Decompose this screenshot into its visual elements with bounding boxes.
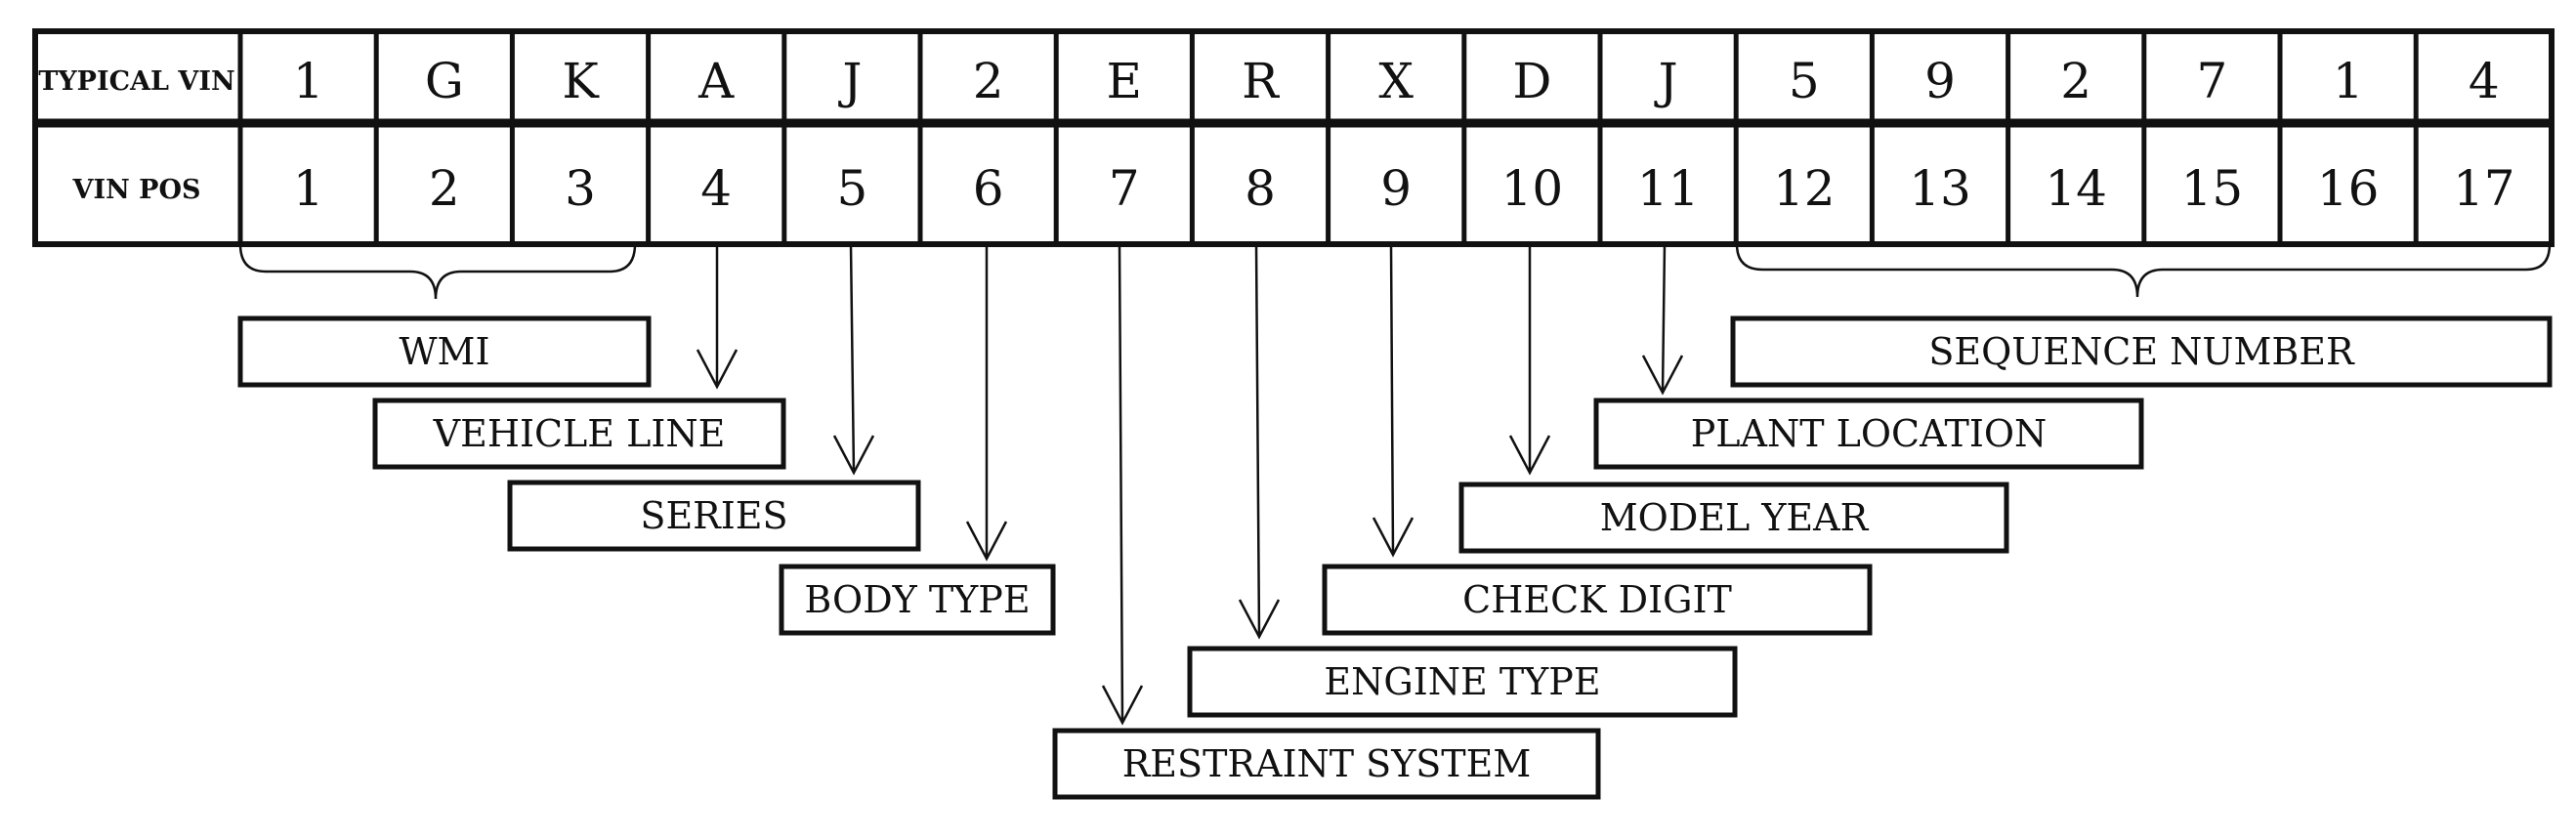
sequence-number-label: SEQUENCE NUMBER	[1928, 330, 2355, 373]
vehicle-line-label-box: VEHICLE LINE	[372, 398, 786, 470]
check-digit-arrow	[1372, 243, 1415, 558]
body-type-arrow	[965, 244, 1008, 562]
model-year-arrow	[1508, 244, 1551, 476]
plant-location-label: PLANT LOCATION	[1691, 412, 2048, 455]
series-label: SERIES	[640, 494, 787, 537]
vin-char-cell: 1	[293, 53, 324, 109]
wmi-brace	[238, 243, 637, 300]
pointer-arrows	[696, 243, 1684, 726]
plant-location-label-box: PLANT LOCATION	[1593, 398, 2144, 470]
plant-location-arrow	[1641, 243, 1684, 396]
vehicle-line-label: VEHICLE LINE	[433, 412, 726, 455]
vin-position-cell: 16	[2317, 160, 2380, 217]
vin-position-cell: 1	[293, 160, 324, 217]
vin-char-cell: E	[1107, 53, 1143, 109]
vin-char-cell: J	[1654, 53, 1678, 109]
vin-position-cell: 6	[973, 160, 1004, 217]
vin-char-cell: 4	[2469, 53, 2500, 109]
vin-char-cell: D	[1512, 53, 1551, 109]
vin-pos-header: VIN POS	[72, 175, 201, 205]
model-year-label: MODEL YEAR	[1600, 496, 1870, 539]
model-year-label-box: MODEL YEAR	[1458, 482, 2009, 554]
restraint-system-label: RESTRAINT SYSTEM	[1122, 742, 1532, 785]
vin-position-cell: 13	[1909, 160, 1971, 217]
vin-char-cell: A	[697, 53, 735, 109]
vin-position-cell: 11	[1637, 160, 1700, 217]
vin-position-cell: 7	[1109, 160, 1140, 217]
engine-type-label: ENGINE TYPE	[1324, 660, 1600, 703]
vin-char-cell: 5	[1789, 53, 1820, 109]
check-digit-label-box: CHECK DIGIT	[1322, 564, 1873, 636]
engine-type-label-box: ENGINE TYPE	[1187, 646, 1738, 718]
typical-vin-header: TYPICAL VIN	[38, 66, 234, 97]
vin-char-cell: G	[425, 53, 464, 109]
vin-position-cell: 10	[1501, 160, 1564, 217]
vin-char-row: 1 G K A J 2 E R X D J 5 9 2 7 1 4	[293, 53, 2500, 109]
series-label-box: SERIES	[507, 480, 921, 552]
vin-char-cell: 7	[2196, 53, 2227, 109]
vin-position-cell: 12	[1773, 160, 1836, 217]
restraint-system-arrow	[1101, 243, 1144, 726]
vin-char-cell: 2	[973, 53, 1004, 109]
label-boxes: WMI VEHICLE LINE SERIES BODY TYPE RESTRA…	[237, 315, 2553, 800]
engine-type-arrow	[1238, 243, 1281, 640]
sequence-number-label-box: SEQUENCE NUMBER	[1730, 315, 2553, 388]
body-type-label-box: BODY TYPE	[779, 564, 1056, 636]
vin-position-cell: 17	[2453, 160, 2515, 217]
table-outer-border	[32, 28, 2555, 247]
vin-position-cell: 2	[429, 160, 460, 217]
vin-char-cell: R	[1242, 53, 1280, 109]
vin-char-cell: 2	[2060, 53, 2091, 109]
wmi-label-box: WMI	[237, 315, 652, 388]
sequence-number-brace	[1735, 243, 2552, 298]
vin-position-cell: 3	[565, 160, 596, 217]
check-digit-label: CHECK DIGIT	[1462, 578, 1732, 621]
vin-position-cell: 5	[836, 160, 867, 217]
vin-position-cell: 9	[1380, 160, 1412, 217]
vin-char-cell: 1	[2333, 53, 2364, 109]
restraint-system-label-box: RESTRAINT SYSTEM	[1052, 728, 1601, 800]
vin-char-cell: J	[837, 53, 862, 109]
vin-char-cell: K	[562, 53, 600, 109]
vin-position-cell: 14	[2045, 160, 2107, 217]
body-type-label: BODY TYPE	[804, 578, 1030, 621]
column-dividers	[237, 31, 2419, 244]
series-arrow	[832, 243, 875, 476]
vin-char-cell: X	[1378, 53, 1414, 109]
vin-position-cell: 15	[2181, 160, 2244, 217]
wmi-label: WMI	[400, 330, 490, 373]
vehicle-line-arrow	[696, 244, 739, 390]
vin-position-cell: 4	[700, 160, 732, 217]
vin-position-cell: 8	[1245, 160, 1276, 217]
vin-char-cell: 9	[1924, 53, 1956, 109]
